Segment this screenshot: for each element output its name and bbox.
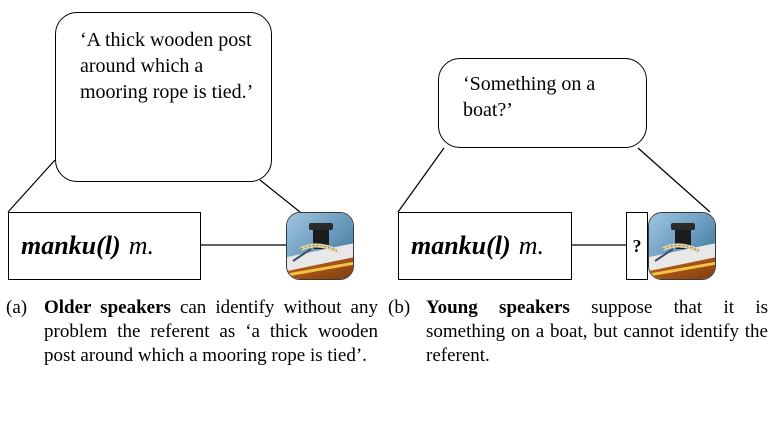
question-mark: ?: [632, 235, 642, 256]
caption-bold: Older speakers: [44, 297, 171, 318]
question-mark-box: ?: [626, 212, 648, 280]
term-word: manku(l): [21, 231, 121, 260]
speech-bubble: ‘Something on a boat?’: [438, 58, 647, 148]
caption-a: (a) Older speakers can identify without …: [6, 296, 378, 368]
gender-marker: m.: [128, 231, 154, 260]
caption-text: can identify without any problem the ref…: [44, 297, 378, 366]
boat-mooring-post-photo-icon: [648, 212, 716, 280]
caption-label: (a): [6, 297, 28, 318]
bubble-to-image-line: [259, 179, 301, 213]
connector-lines-b: [397, 147, 711, 246]
boat-mooring-post-photo-icon: [286, 212, 354, 280]
bubble-to-image-line: [637, 147, 711, 213]
connector-lines-a: [7, 159, 301, 246]
gender-marker: m.: [518, 231, 544, 260]
bubble-text: ‘Something on a boat?’: [463, 73, 596, 121]
caption-text: suppose that it is something on a boat, …: [426, 297, 768, 366]
term-box: manku(l) m.: [8, 212, 201, 280]
caption-b: (b) Young speakers suppose that it is so…: [388, 296, 768, 368]
caption-label: (b): [388, 297, 411, 318]
panel-b: ‘Something on a boat?’ manku(l) m. ? (b)…: [388, 0, 779, 446]
caption-bold: Young speakers: [426, 297, 570, 318]
term-box: manku(l) m.: [398, 212, 572, 280]
bubble-to-term-line: [7, 159, 56, 213]
term-word: manku(l): [411, 231, 511, 260]
bubble-text: ‘A thick wooden post around which a moor…: [80, 29, 254, 103]
speech-bubble: ‘A thick wooden post around which a moor…: [55, 12, 272, 182]
bubble-to-term-line: [397, 147, 445, 213]
panel-a: ‘A thick wooden post around which a moor…: [6, 12, 378, 368]
